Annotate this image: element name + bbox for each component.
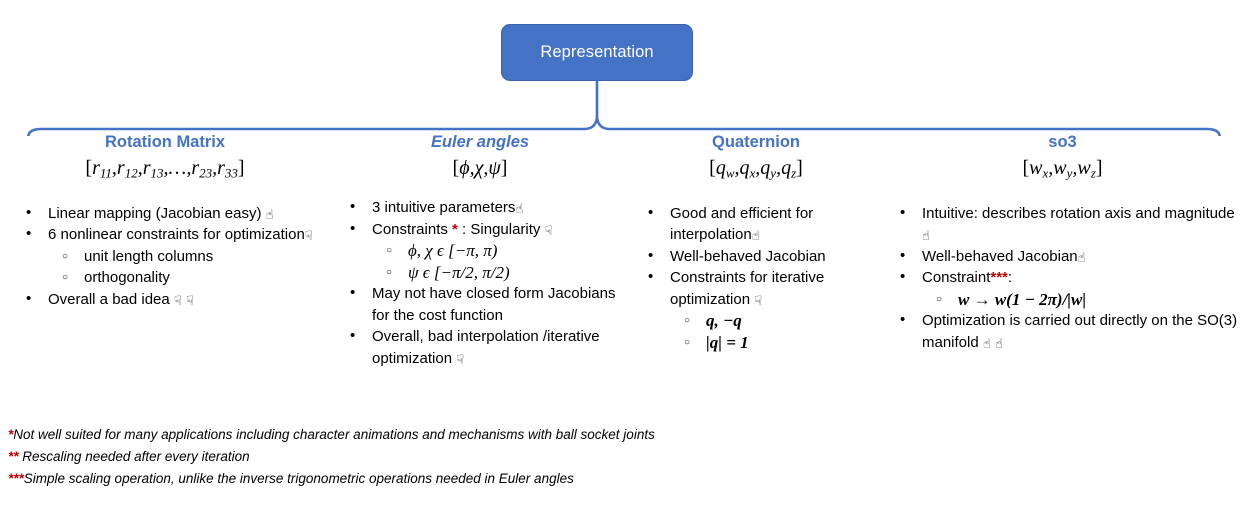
column-formula-quaternion: [qw,qx,qy,qz] [709, 157, 803, 181]
column-formula-rotation-matrix: [r11,r12,r13,…,r23,r33] [85, 157, 245, 181]
representation-node-label: Representation [540, 43, 654, 61]
footnote-marker: * [452, 220, 458, 238]
list-item: Linear mapping (Jacobian easy) ☝ [14, 202, 330, 225]
representation-node[interactable]: Representation [501, 24, 693, 81]
list-item: Overall a bad idea ☟ ☟ [14, 288, 330, 311]
footnote-3: ***Simple scaling operation, unlike the … [8, 471, 574, 486]
footnote-marker: * [8, 427, 14, 442]
column-title-euler-angles: Euler angles [430, 133, 530, 151]
footnote-marker: *** [990, 269, 1008, 287]
column-euler-angles: Euler angles [ϕ,χ,ψ] 3 intuitive paramet… [330, 132, 630, 369]
footnote-marker: *** [8, 471, 24, 486]
footnote-2: ** Rescaling needed after every iteratio… [8, 449, 250, 464]
sub-list: w → w(1 − 2π)/|w| [922, 289, 1240, 311]
list-item: Good and efficient for interpolation☝ [636, 202, 882, 246]
bullet-list-quaternion: Good and efficient for interpolation☝ We… [636, 202, 882, 354]
list-item: 6 nonlinear constraints for optimization… [14, 223, 330, 289]
column-rotation-matrix: Rotation Matrix [r11,r12,r13,…,r23,r33] … [0, 132, 330, 369]
bullet-list-so3: Intuitive: describes rotation axis and m… [888, 202, 1240, 354]
list-item: q, −q [670, 310, 882, 332]
footnote-1: *Not well suited for many applications i… [8, 427, 655, 442]
list-item: Optimization is carried out directly on … [888, 309, 1240, 353]
column-quaternion: Quaternion [qw,qx,qy,qz] Good and effici… [630, 132, 882, 369]
column-title-so3: so3 [1048, 133, 1077, 151]
list-item: w → w(1 − 2π)/|w| [922, 289, 1240, 311]
bullet-list-euler-angles: 3 intuitive parameters☝ Constraints * : … [338, 196, 626, 369]
column-formula-so3: [wx,wy,wz] [1022, 157, 1103, 181]
list-item: 3 intuitive parameters☝ [338, 196, 626, 219]
curly-brace-connector [26, 78, 1222, 136]
column-formula-euler-angles: [ϕ,χ,ψ] [452, 157, 508, 179]
list-item: May not have closed form Jacobians for t… [338, 282, 626, 326]
footnotes: *Not well suited for many applications i… [8, 424, 1008, 490]
bullet-list-rotation-matrix: Linear mapping (Jacobian easy) ☝ 6 nonli… [14, 202, 330, 311]
representation-columns: Rotation Matrix [r11,r12,r13,…,r23,r33] … [0, 132, 1243, 369]
column-title-quaternion: Quaternion [711, 133, 800, 151]
list-item: Constraints * : Singularity ☟ ϕ, χ ϵ [−π… [338, 218, 626, 284]
sub-list: ϕ, χ ϵ [−π, π) ψ ϵ [−π/2, π/2) [372, 240, 626, 283]
footnote-marker: ** [8, 449, 19, 464]
list-item: Well-behaved Jacobian [636, 245, 882, 268]
list-item: Constraint***: w → w(1 − 2π)/|w| [888, 266, 1240, 311]
list-item: Intuitive: describes rotation axis and m… [888, 202, 1240, 246]
sub-list: unit length columns orthogonality [48, 246, 330, 289]
list-item: Constraints for iterative optimization ☟… [636, 266, 882, 353]
sub-list: q, −q |q| = 1 [670, 310, 882, 353]
column-so3: so3 [wx,wy,wz] Intuitive: describes rota… [882, 132, 1243, 369]
list-item: |q| = 1 [670, 332, 882, 354]
list-item: unit length columns [48, 246, 330, 268]
list-item: ϕ, χ ϵ [−π, π) [372, 240, 626, 262]
list-item: Well-behaved Jacobian☝ [888, 245, 1240, 268]
list-item: Overall, bad interpolation /iterative op… [338, 325, 626, 369]
list-item: ψ ϵ [−π/2, π/2) [372, 262, 626, 284]
list-item: orthogonality [48, 267, 330, 289]
column-title-rotation-matrix: Rotation Matrix [104, 133, 226, 151]
